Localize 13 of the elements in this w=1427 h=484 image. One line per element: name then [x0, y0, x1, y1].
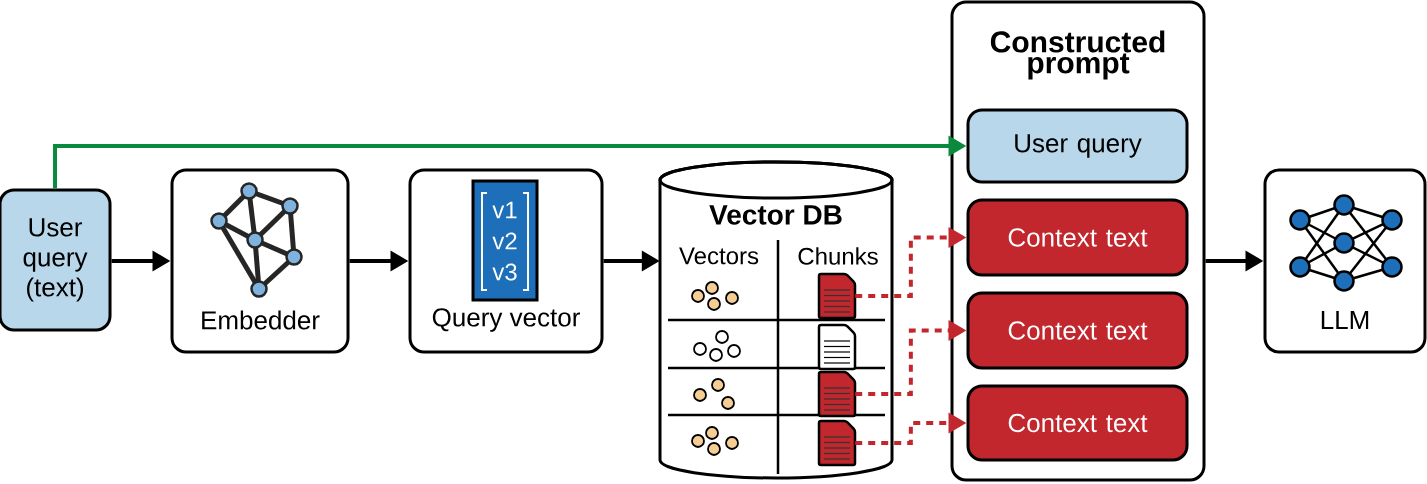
text-box: Context text [966, 384, 1189, 462]
text-box: User query [966, 108, 1189, 184]
document-icon [817, 370, 857, 418]
text-box: User query (text) [0, 188, 112, 332]
vector-component: v1 [492, 201, 517, 219]
document-icon [817, 323, 857, 371]
vector-component: v2 [492, 232, 517, 250]
document-icon [817, 272, 857, 320]
component-box: Embedder [170, 168, 350, 354]
document-icon [817, 419, 857, 467]
vector-component: v3 [492, 263, 517, 281]
text-box: Context text [966, 291, 1189, 370]
text-box: Context text [966, 198, 1189, 277]
